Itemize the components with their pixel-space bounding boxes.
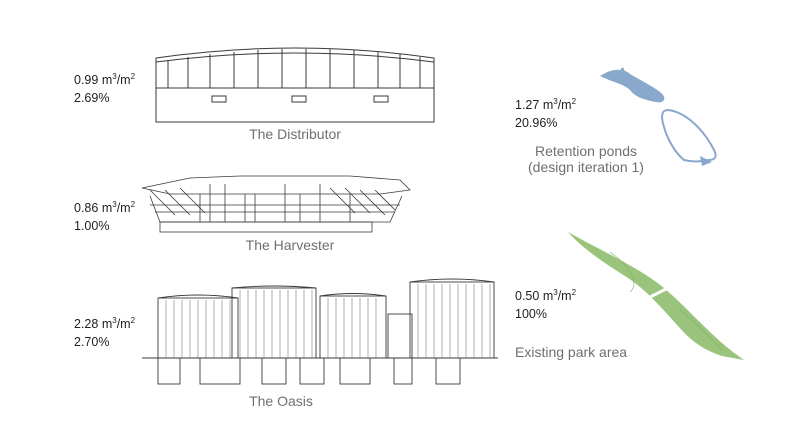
ponds-caption: Retention ponds (design iteration 1) <box>506 143 666 175</box>
ponds-percent: 20.96% <box>515 116 558 130</box>
distributor-percent: 2.69% <box>74 91 110 105</box>
distributor-stats: 0.99 m3/m2 2.69% <box>74 71 135 107</box>
harvester-caption: The Harvester <box>245 237 335 253</box>
distributor-volume: 0.99 m3/m2 <box>74 72 136 88</box>
park-stats: 0.50 m3/m2 100% <box>515 287 576 323</box>
oasis-drawing <box>142 278 498 385</box>
distributor-drawing <box>155 47 435 123</box>
retention-ponds-drawing <box>600 67 717 166</box>
harvester-stats: 0.86 m3/m2 1.00% <box>74 199 135 235</box>
park-area-drawing <box>568 232 744 360</box>
ponds-caption-line1: Retention ponds <box>535 143 637 159</box>
park-percent: 100% <box>515 307 547 321</box>
oasis-volume: 2.28 m3/m2 <box>74 316 136 332</box>
harvester-drawing <box>141 175 411 233</box>
harvester-volume: 0.86 m3/m2 <box>74 200 136 216</box>
harvester-percent: 1.00% <box>74 219 110 233</box>
ponds-stats: 1.27 m3/m2 20.96% <box>515 96 576 132</box>
oasis-caption: The Oasis <box>249 393 313 409</box>
park-volume: 0.50 m3/m2 <box>515 288 577 304</box>
ponds-volume: 1.27 m3/m2 <box>515 97 577 113</box>
ponds-caption-line2: (design iteration 1) <box>528 159 644 175</box>
oasis-stats: 2.28 m3/m2 2.70% <box>74 315 135 351</box>
park-caption: Existing park area <box>515 344 628 360</box>
distributor-caption: The Distributor <box>249 126 341 142</box>
oasis-percent: 2.70% <box>74 335 110 349</box>
